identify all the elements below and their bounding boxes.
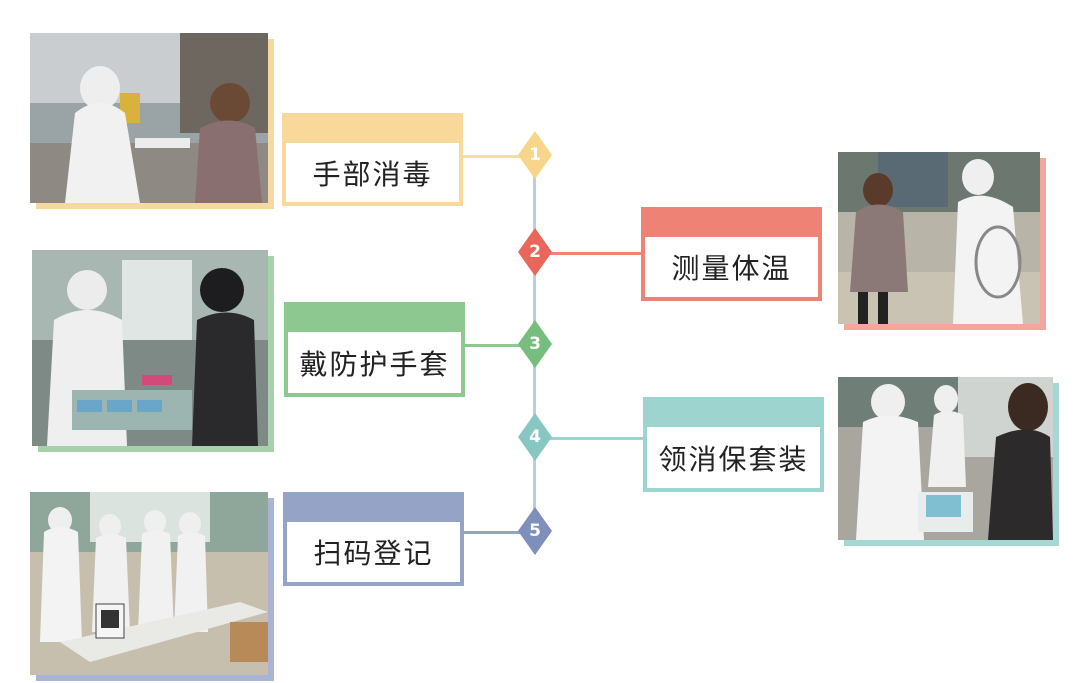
step-number: 5 [529,521,541,541]
step-label-2: 测量体温 [641,207,822,301]
photo-hand-disinfection [30,33,274,209]
step-label-1: 手部消毒 [282,113,463,206]
label-header-bar [282,113,463,139]
photo-temperature-check [838,152,1046,330]
photo-image [838,152,1040,324]
connector-step-3 [465,344,535,347]
photo-image [30,492,268,675]
label-text: 扫码登记 [283,518,464,586]
step-number: 1 [529,145,541,165]
connector-step-5 [464,531,535,534]
connector-step-1 [462,155,534,158]
label-text: 戴防护手套 [284,328,465,397]
step-marker-5: 5 [518,507,552,555]
step-marker-4: 4 [518,413,552,461]
photo-qr-registration [30,492,274,681]
label-text: 手部消毒 [282,139,463,206]
step-number: 3 [529,334,541,354]
label-header-bar [643,397,824,423]
photo-image [838,377,1053,540]
photo-gloves [32,250,274,452]
photo-image [30,33,268,203]
step-marker-1: 1 [518,131,552,179]
step-label-5: 扫码登记 [283,492,464,586]
step-label-3: 戴防护手套 [284,302,465,397]
step-number: 4 [529,427,541,447]
connector-step-4 [535,437,643,440]
photo-protective-kit [838,377,1059,546]
label-header-bar [641,207,822,233]
step-label-4: 领消保套装 [643,397,824,492]
step-marker-2: 2 [518,228,552,276]
label-text: 测量体温 [641,233,822,301]
step-number: 2 [529,242,541,262]
step-marker-3: 3 [518,320,552,368]
photo-image [32,250,268,446]
label-header-bar [284,302,465,328]
connector-step-2 [535,252,641,255]
label-header-bar [283,492,464,518]
label-text: 领消保套装 [643,423,824,492]
